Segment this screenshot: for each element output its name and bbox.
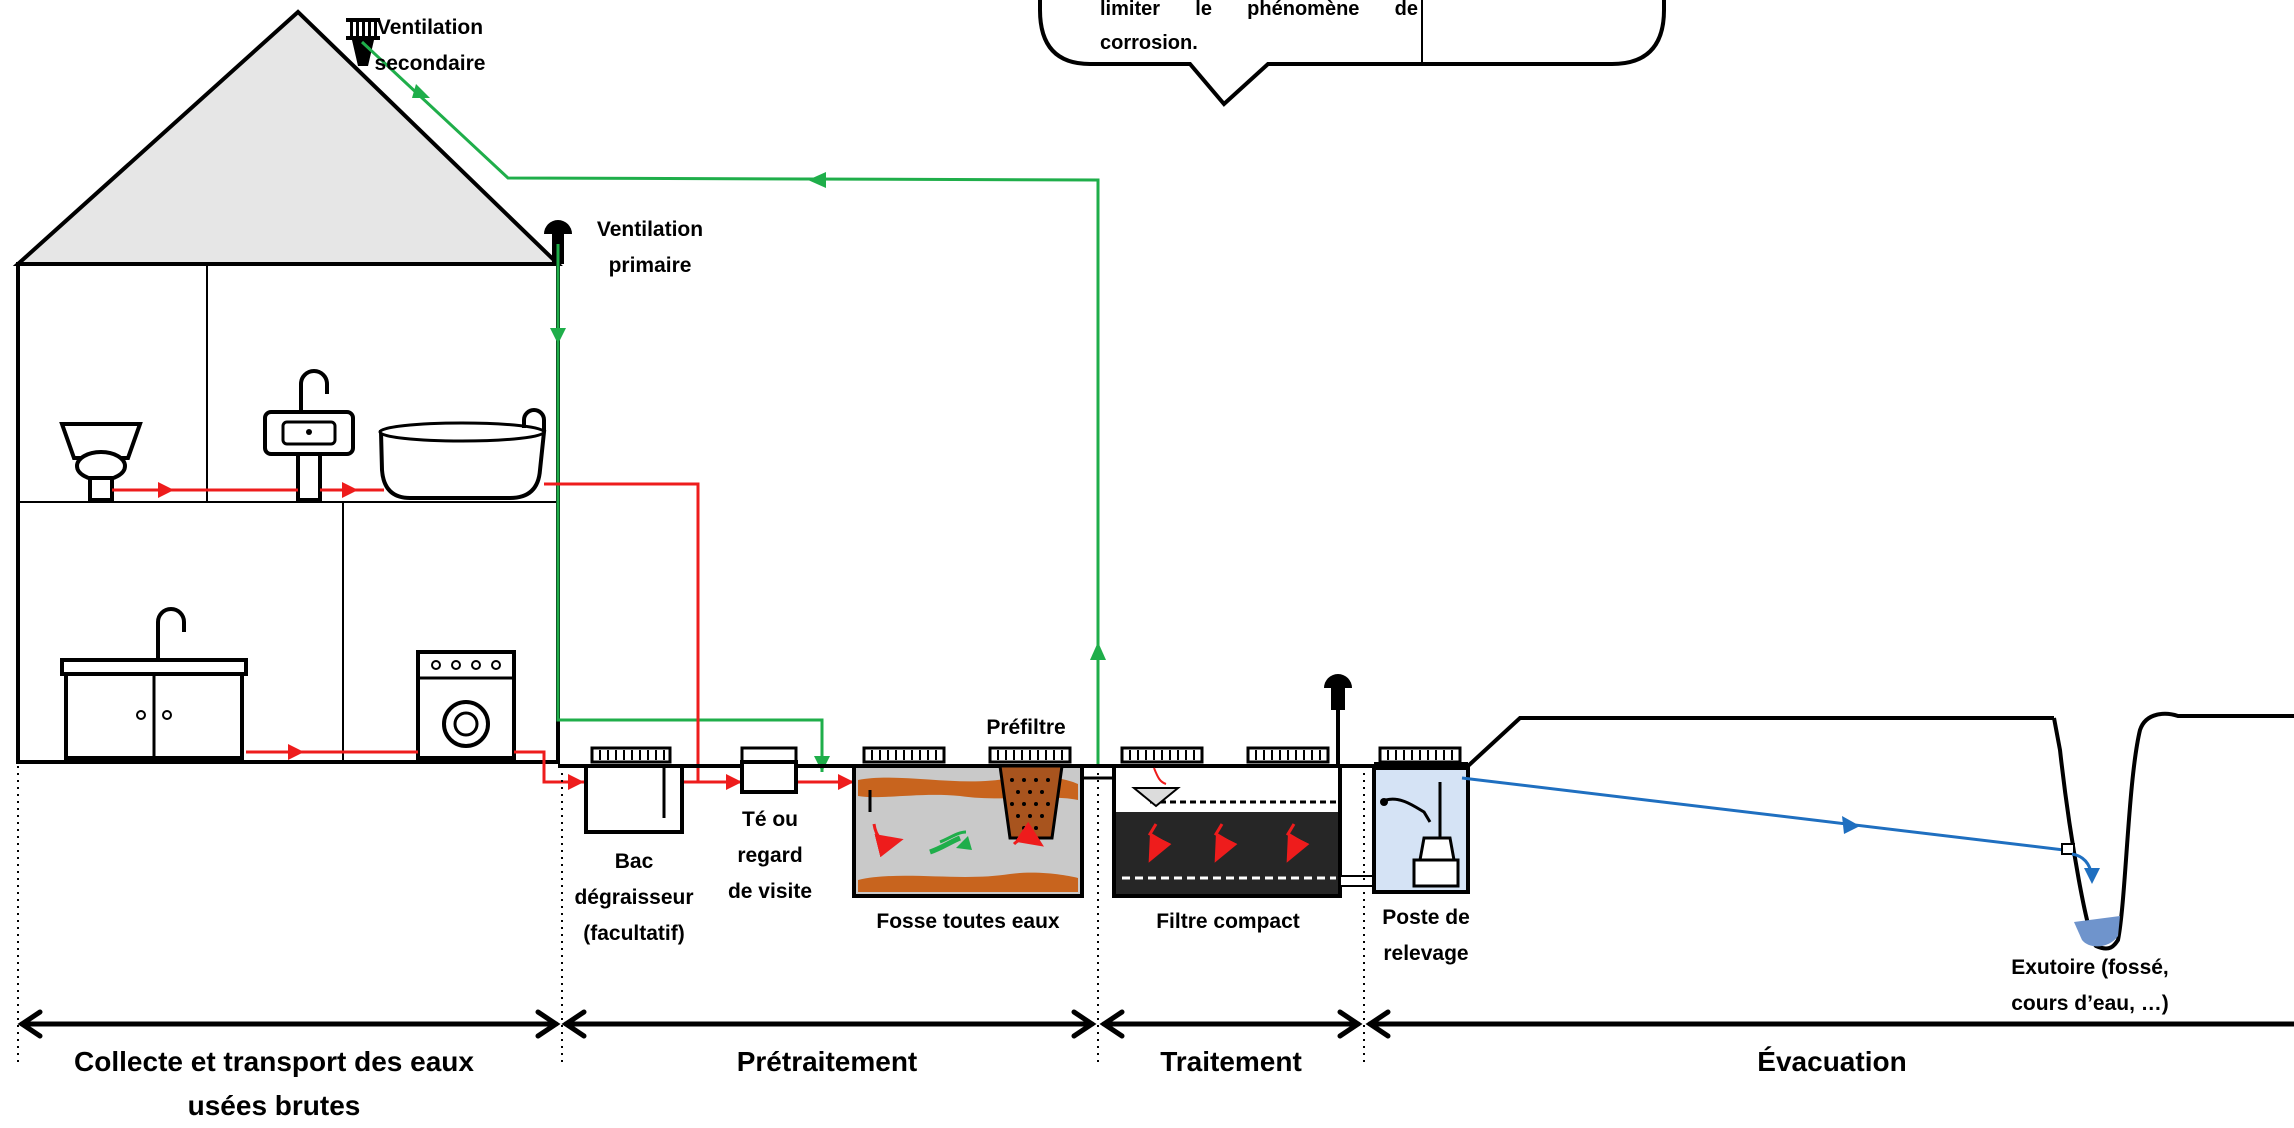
toilet-icon — [59, 422, 143, 502]
ventilation-lines — [360, 40, 1100, 772]
speech-bubble-text: limiter le phénomène de corrosion. — [1100, 0, 1418, 60]
label-fosse: Fosse toutes eaux — [850, 904, 1086, 940]
label-line: Préfiltre — [986, 716, 1066, 739]
tank-lids — [590, 746, 1462, 764]
label-line: Ventilation — [376, 16, 484, 39]
compact-filter — [1112, 764, 1377, 898]
washing-machine-icon — [416, 650, 516, 760]
label-line: Exutoire (fossé, — [2011, 956, 2169, 979]
vent-arrow — [550, 328, 566, 344]
label-line: relevage — [1383, 942, 1469, 965]
grease-trap-tank — [584, 764, 684, 834]
label-ventilation-primaire: Ventilation primaire — [580, 212, 720, 284]
vent-arrow — [808, 172, 826, 188]
label-line: Poste de — [1382, 906, 1470, 929]
bubble-line-1: limiter le phénomène de — [1100, 0, 1418, 20]
label-filtre: Filtre compact — [1110, 904, 1346, 940]
label-line: Bac — [614, 850, 654, 873]
vent-arrow — [412, 84, 430, 98]
flow-arrow — [288, 744, 304, 760]
section-line: usées brutes — [187, 1090, 361, 1121]
flow-arrow — [838, 774, 854, 790]
flow-arrow — [342, 482, 358, 498]
section-line: Évacuation — [1757, 1046, 1907, 1077]
section-line: Prétraitement — [736, 1046, 918, 1077]
filter-vent-cap-icon — [1324, 674, 1352, 766]
outlet-water — [2074, 916, 2120, 947]
label-line: Filtre compact — [1156, 910, 1300, 933]
label-line: regard — [737, 844, 803, 867]
flow-arrow — [158, 482, 174, 498]
section-pretraitement: Prétraitement — [566, 1040, 1088, 1084]
inspection-tee — [740, 760, 798, 794]
section-arrows — [17, 1009, 2294, 1039]
label-line: (facultatif) — [583, 922, 685, 945]
label-ventilation-secondaire: Ventilation secondaire — [360, 10, 500, 82]
treated-water-line — [1461, 776, 2100, 884]
vent-arrow — [1090, 642, 1106, 660]
bathtub-icon — [378, 408, 547, 500]
flow-arrow — [726, 774, 742, 790]
label-line: cours d’eau, …) — [2011, 992, 2169, 1015]
kitchen-sink-icon — [60, 607, 248, 760]
label-prefiltre: Préfiltre — [968, 710, 1084, 746]
flow-arrow — [568, 774, 584, 790]
pump-station — [1372, 762, 1470, 894]
section-line: Collecte et transport des eaux — [74, 1046, 474, 1077]
label-line: secondaire — [374, 52, 486, 75]
section-separators — [17, 766, 1365, 1064]
label-line: dégraisseur — [574, 886, 694, 909]
house — [12, 9, 563, 764]
label-line: de visite — [727, 880, 813, 903]
label-line: Ventilation — [596, 218, 704, 241]
septic-tank — [852, 764, 1084, 898]
label-exutoire: Exutoire (fossé, cours d’eau, …) — [1990, 950, 2190, 1022]
section-line: Traitement — [1160, 1046, 1302, 1077]
label-line: primaire — [608, 254, 692, 277]
label-line: Té ou — [742, 808, 798, 831]
label-bac: Bac dégraisseur (facultatif) — [562, 844, 706, 952]
section-traitement: Traitement — [1102, 1040, 1360, 1084]
section-collecte: Collecte et transport des eaux usées bru… — [24, 1040, 524, 1128]
section-evacuation: Évacuation — [1370, 1040, 2294, 1084]
bubble-line-2: corrosion. — [1100, 32, 1198, 54]
sink-icon — [263, 369, 355, 502]
label-te: Té ou regard de visite — [710, 802, 830, 910]
label-line: Fosse toutes eaux — [876, 910, 1060, 933]
label-poste: Poste de relevage — [1362, 900, 1490, 972]
speech-bubble — [1038, 0, 1666, 107]
